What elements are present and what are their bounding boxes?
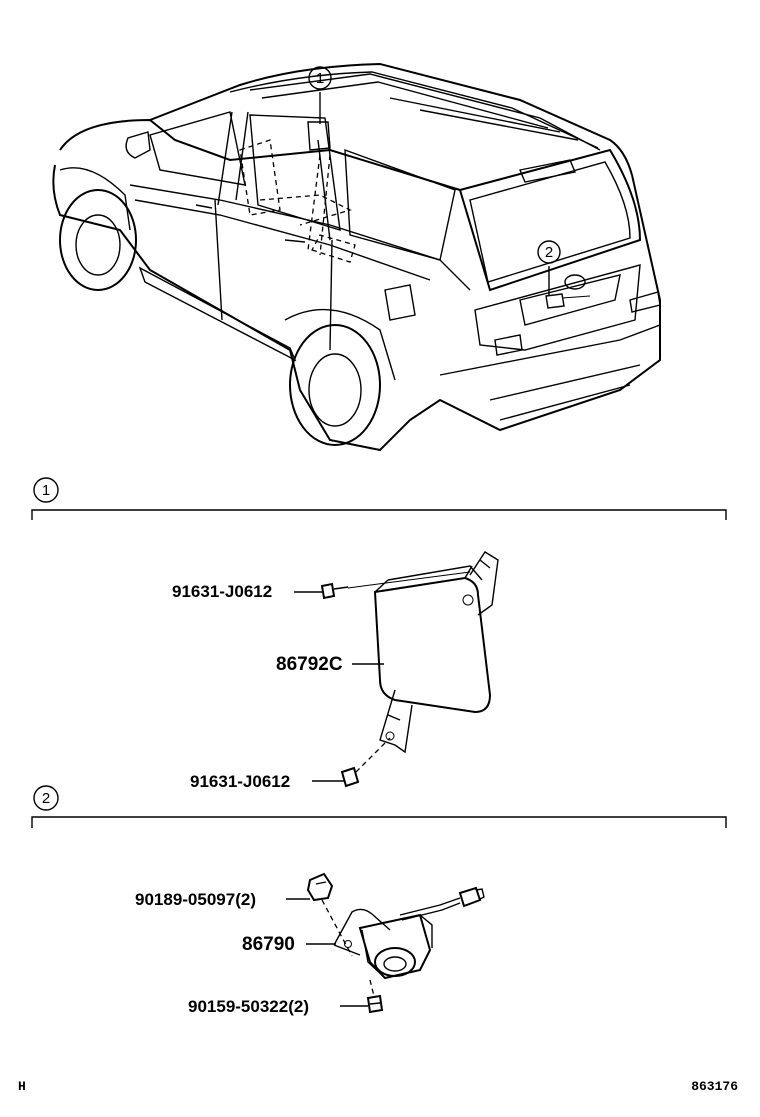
section-1-header: 1 (31, 477, 727, 520)
callout-1-marker: 1 (308, 66, 332, 90)
callout-2-number: 2 (545, 244, 553, 261)
section-2-number: 2 (42, 790, 50, 807)
part-label-module: 86792C (276, 654, 343, 675)
section-2-bracket (31, 816, 727, 828)
footer-code-left: H (18, 1079, 26, 1094)
part-label-screw: 90159-50322(2) (188, 997, 309, 1016)
part-label-clip: 90189-05097(2) (135, 890, 256, 909)
footer-code-right: 863176 (691, 1079, 738, 1094)
callout-2-marker: 2 (537, 240, 561, 264)
part-label-bolt-bottom: 91631-J0612 (190, 772, 290, 791)
section-1-bracket (31, 509, 727, 520)
camera-86790-illustration (306, 872, 485, 1014)
part-label-bolt-top: 91631-J0612 (172, 582, 272, 601)
module-86792c-illustration (320, 551, 499, 788)
part-label-camera: 86790 (242, 934, 295, 955)
section-1-number: 1 (42, 482, 50, 499)
callout-1-number: 1 (316, 70, 324, 87)
section-2-header: 2 (31, 785, 727, 828)
vehicle-illustration (52, 62, 661, 452)
